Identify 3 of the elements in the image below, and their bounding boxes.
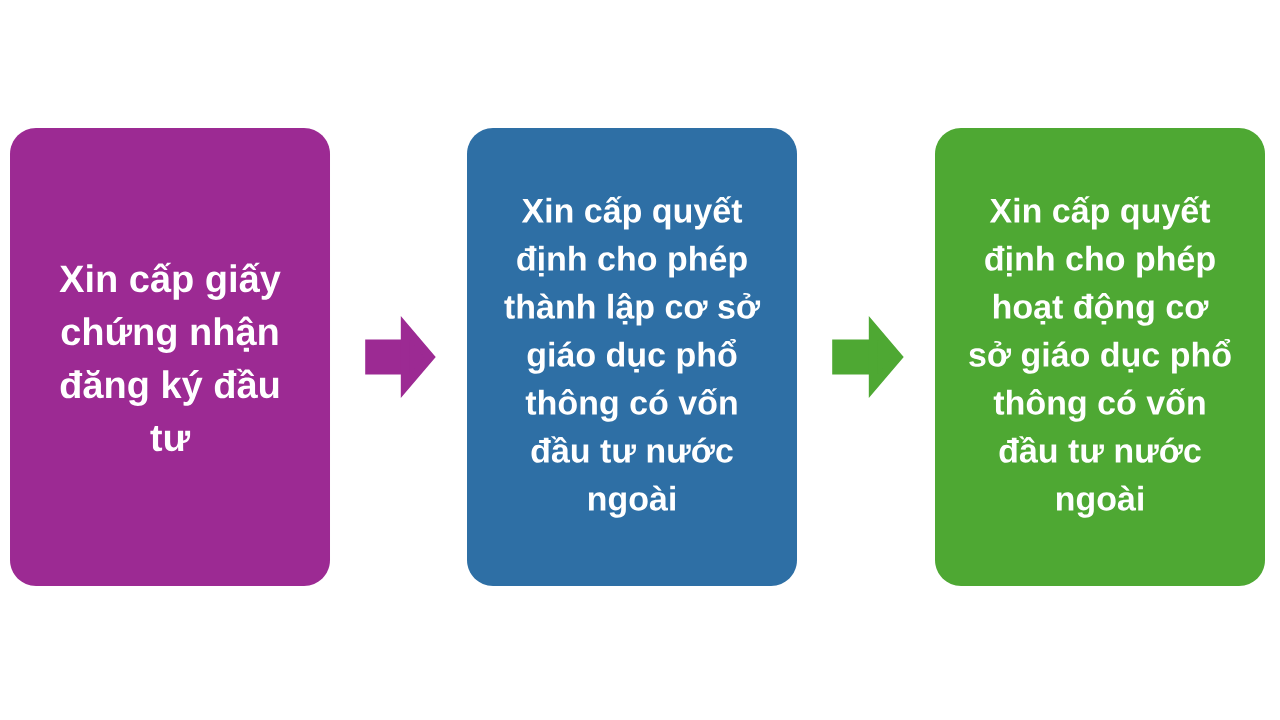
process-box: Xin cấp quyết định cho phép hoạt động cơ sở giáo dục phổ thông có vốn đầu tư nước ngoài <box>935 128 1265 586</box>
process-box: Xin cấp quyết định cho phép thành lập cơ sở giáo dục phổ thông có vốn đầu tư nước ngoài <box>467 128 797 586</box>
process-box: Xin cấp giấy chứng nhận đăng ký đầu tư <box>10 128 330 586</box>
